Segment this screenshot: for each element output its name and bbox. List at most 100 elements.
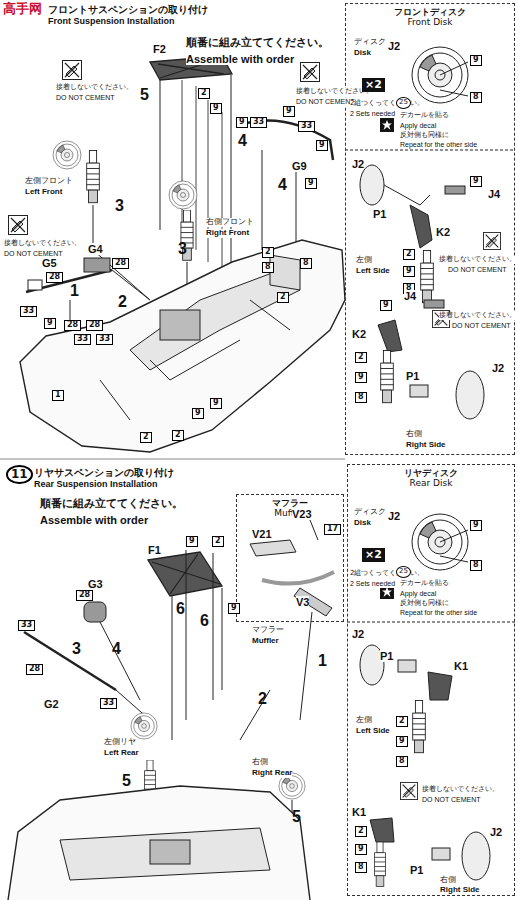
english-label: Left Side [356, 727, 390, 736]
part-code: K2 [352, 328, 366, 340]
part-code: J2 [492, 362, 504, 374]
part-code: P1 [380, 650, 393, 662]
panel-title-en: Rear Disk [348, 478, 514, 488]
english-label: Left Side [356, 267, 390, 276]
part-code: J2 [388, 510, 400, 522]
step-number: 4 [238, 132, 247, 150]
instruction: 順番に組み立ててください。 [40, 498, 183, 510]
part-number: 2 [277, 292, 289, 303]
part-code: K1 [352, 806, 366, 818]
section-title: フロントサスペンションの取り付け [48, 4, 208, 15]
japanese-label: 右側 [440, 876, 456, 885]
japanese-note: 接着しないでください。 [56, 84, 133, 92]
part-code: F1 [148, 544, 161, 556]
japanese-label: マフラー [252, 626, 284, 635]
english-note: DO NOT CEMENT [448, 266, 507, 274]
part-number: 9 [192, 408, 204, 419]
part-number: 9 [316, 140, 328, 151]
japanese-label: 右側 [252, 758, 268, 767]
part-code: G5 [42, 257, 57, 269]
part-number: 2 [198, 88, 210, 99]
english-note: DO NOT CEMENT [56, 94, 115, 102]
english-note: 2 Sets needed [350, 110, 395, 118]
part-number: 9 [228, 603, 240, 614]
part-number: 33 [250, 117, 267, 128]
watermark: 高手网 [3, 2, 42, 16]
part-number: 8 [396, 756, 408, 767]
english-label: Disk [354, 49, 371, 58]
part-code: J2 [352, 628, 364, 640]
part-code: G9 [292, 160, 307, 172]
step-number: 4 [112, 640, 121, 658]
japanese-note: 接着しないでください。 [439, 256, 516, 264]
dashed-panel: マフラーMuffler [236, 494, 344, 622]
panel-title: フロントディスク [346, 7, 514, 17]
english-label: Right Rear [252, 769, 292, 778]
part-number: 2 [403, 249, 415, 260]
step-number: 6 [176, 600, 185, 618]
part-number: 2 [212, 536, 224, 547]
part-number: 9 [355, 372, 367, 383]
part-number: 33 [20, 306, 37, 317]
japanese-label: 右側フロント [206, 218, 254, 227]
part-code: J2 [352, 158, 364, 170]
japanese-note: 2組つくってください。 [350, 100, 424, 108]
part-code: G3 [88, 578, 103, 590]
part-number: 9 [403, 266, 415, 277]
japanese-note: 反対側も同様に [400, 132, 449, 140]
part-number: 9 [355, 844, 367, 855]
english-label: Left Front [25, 188, 62, 197]
part-number: 28 [86, 320, 103, 331]
part-number: 28 [64, 320, 81, 331]
part-number: 9 [396, 736, 408, 747]
japanese-label: 右側 [406, 430, 422, 439]
part-number: 8 [470, 92, 482, 103]
step-number: 5 [292, 808, 301, 826]
japanese-label: 左側 [356, 256, 372, 265]
part-number: 28 [76, 590, 93, 601]
part-code: V23 [292, 508, 312, 520]
english-note: Apply decal [400, 590, 436, 598]
part-code: F2 [153, 43, 166, 55]
part-number: 2 [172, 430, 184, 441]
part-number: 9 [470, 176, 482, 187]
instruction: 順番に組み立ててください。 [186, 37, 329, 49]
part-number: 2 [355, 352, 367, 363]
english-label: Muffler [252, 637, 279, 646]
part-code: V21 [252, 528, 272, 540]
english-note: Repeat for the other side [400, 141, 477, 149]
part-code: J2 [490, 826, 502, 838]
english-label: Right Front [206, 229, 249, 238]
step-number: 1 [318, 652, 327, 670]
step-number: 3 [115, 197, 124, 215]
part-number: 17 [324, 524, 341, 535]
japanese-label: ディスク [354, 38, 386, 47]
japanese-label: 左側 [356, 716, 372, 725]
step-number: 6 [200, 612, 209, 630]
step-number: 3 [178, 240, 187, 258]
part-code: V3 [296, 596, 309, 608]
step-number: 5 [140, 86, 149, 104]
japanese-note: 反対側も同様に [400, 600, 449, 608]
part-code: J4 [404, 290, 416, 302]
japanese-label: 左側フロント [25, 177, 73, 186]
japanese-label: 左側リヤ [104, 738, 136, 747]
part-number: 28 [46, 272, 63, 283]
part-code: J4 [488, 188, 500, 200]
part-number: 9 [470, 55, 482, 66]
panel-title: マフラー [237, 498, 343, 508]
part-number: 9 [44, 318, 56, 329]
english-label: Left Rear [104, 749, 139, 758]
decal-number: 25 [396, 566, 411, 578]
japanese-note: 接着しないでください。 [439, 312, 516, 320]
part-code: G4 [88, 243, 103, 255]
quantity-badge: ×2 [362, 78, 385, 92]
japanese-note: デカールを貼る [400, 580, 449, 588]
instruction-en: Assemble with order [40, 514, 148, 526]
part-number: 9 [470, 520, 482, 531]
part-number: 2 [262, 247, 274, 258]
quantity-badge: ×2 [362, 548, 385, 562]
part-number: 9 [305, 178, 317, 189]
part-number: 33 [74, 334, 91, 345]
section-title-en: Front Suspension Installation [48, 17, 175, 27]
